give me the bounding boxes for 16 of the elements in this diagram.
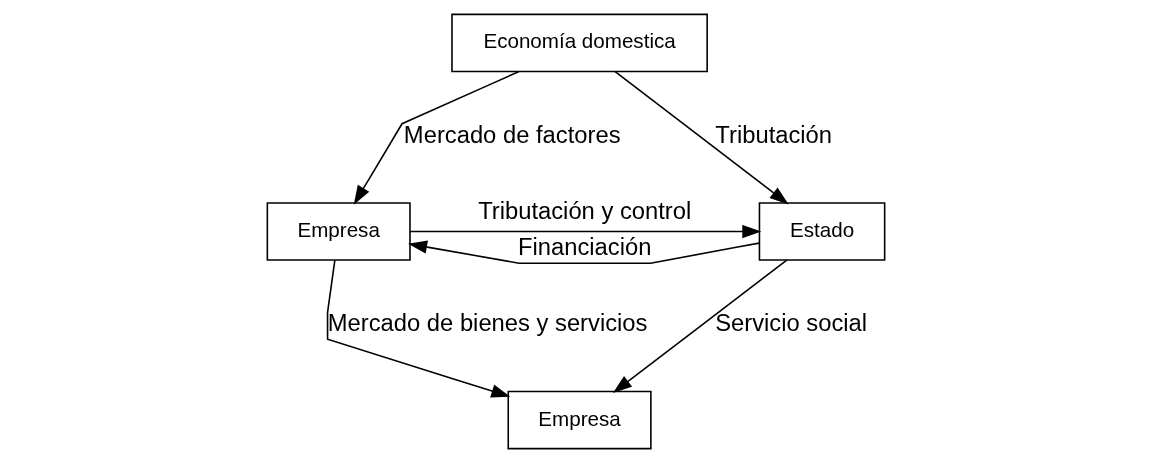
- edge-label: Mercado de bienes y servicios: [327, 309, 647, 337]
- arrow: [353, 70, 520, 205]
- edge-label: Tributación y control: [477, 196, 691, 224]
- edge-label: Tributación: [714, 120, 832, 148]
- edge-label: Financiación: [517, 233, 651, 261]
- arrow: [613, 70, 789, 205]
- arrow: [407, 240, 760, 264]
- edge-label: Servicio social: [714, 309, 867, 337]
- arrow: [612, 259, 788, 393]
- edge-label: Mercado de factores: [403, 120, 621, 148]
- node-box: Empresa: [506, 390, 652, 450]
- node-box: Empresa: [266, 202, 411, 261]
- arrow: [326, 259, 510, 398]
- node-box: Estado: [758, 202, 885, 261]
- node-box: Economía domestica: [450, 13, 708, 73]
- arrow: [408, 224, 761, 239]
